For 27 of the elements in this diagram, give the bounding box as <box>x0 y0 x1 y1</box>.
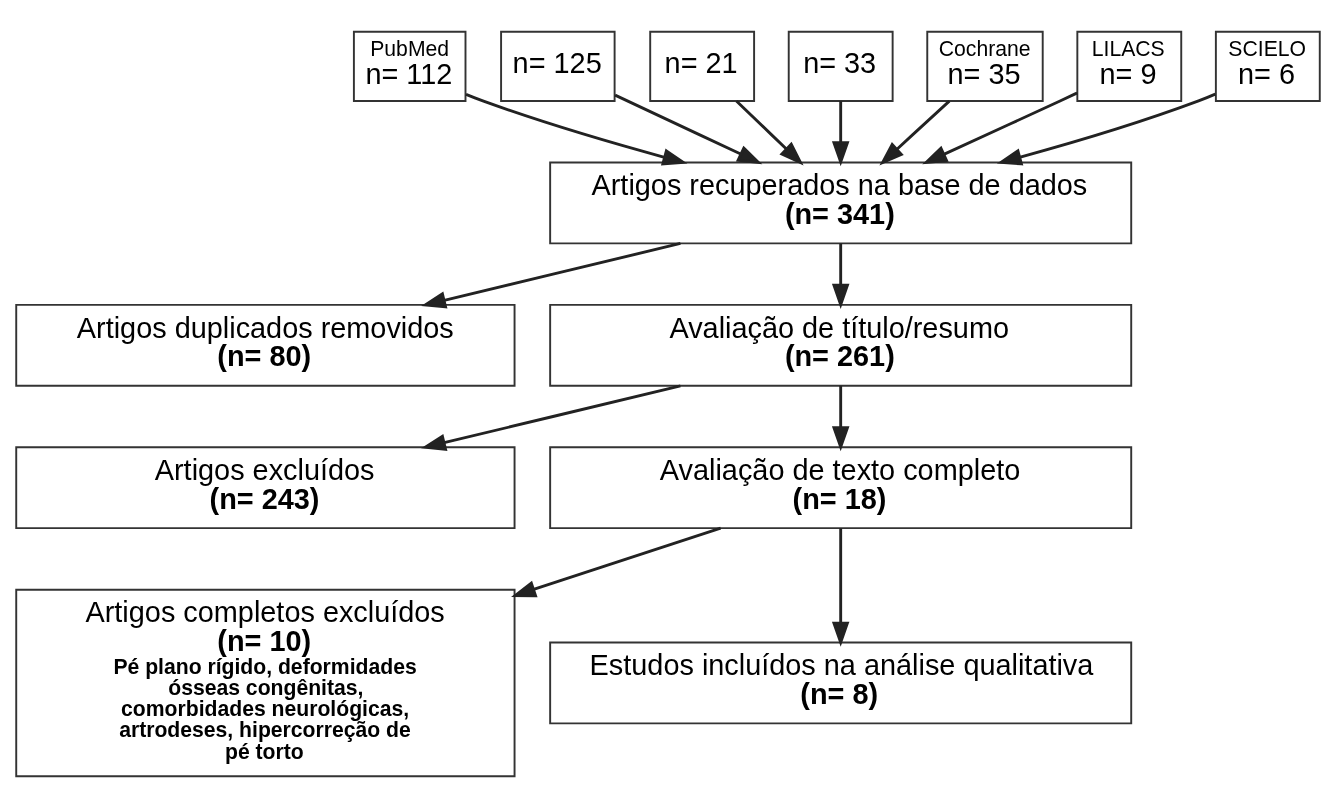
arrow <box>996 92 1216 165</box>
node-box: PubMed n= 112 <box>352 30 467 102</box>
node-box: Artigos recuperados na base de dados (n= 341) <box>549 161 1133 244</box>
arrow <box>735 99 804 165</box>
node-box: Avaliação de texto completo (n= 18) <box>549 445 1133 529</box>
arrow <box>922 91 1078 164</box>
node-box: Cochrane n= 35 <box>926 30 1044 102</box>
arrow <box>421 383 681 451</box>
arrow <box>831 527 850 647</box>
node-box: Artigos duplicados removidos (n= 80) <box>15 303 516 387</box>
node-box: Estudos incluídos na análise qualitativa (n= 8) <box>549 641 1133 724</box>
node-box: n= 33 <box>787 30 894 102</box>
arrow <box>421 241 681 309</box>
node-box: Artigos excluídos (n= 243) <box>15 445 516 529</box>
arrow <box>831 385 850 451</box>
node-box: n= 21 <box>649 30 756 102</box>
arrow <box>614 93 763 164</box>
arrow <box>831 100 850 166</box>
node-box: LILACS n= 9 <box>1076 30 1183 102</box>
arrow <box>465 92 688 165</box>
node-box: Avaliação de título/resumo (n= 261) <box>549 303 1133 387</box>
arrow <box>831 242 850 309</box>
arrow <box>879 99 951 165</box>
node-box: Artigos completos excluídos (n= 10) Pé plano rígido, deformidades ósseas congênitas, comorbidades neurológicas, artrodeses, hipercorreção de pé torto <box>15 588 516 777</box>
arrow <box>511 526 722 597</box>
node-box: SCIELO n= 6 <box>1214 30 1321 102</box>
node-box: n= 125 <box>500 30 616 102</box>
